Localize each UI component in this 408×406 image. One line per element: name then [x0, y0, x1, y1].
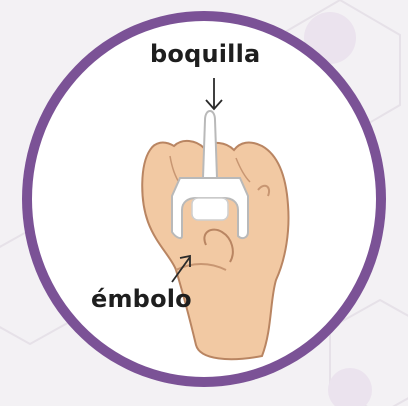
plunger-label: émbolo: [91, 285, 192, 313]
arrow-down-icon: [206, 78, 222, 109]
mouthpiece-label: boquilla: [150, 40, 260, 68]
